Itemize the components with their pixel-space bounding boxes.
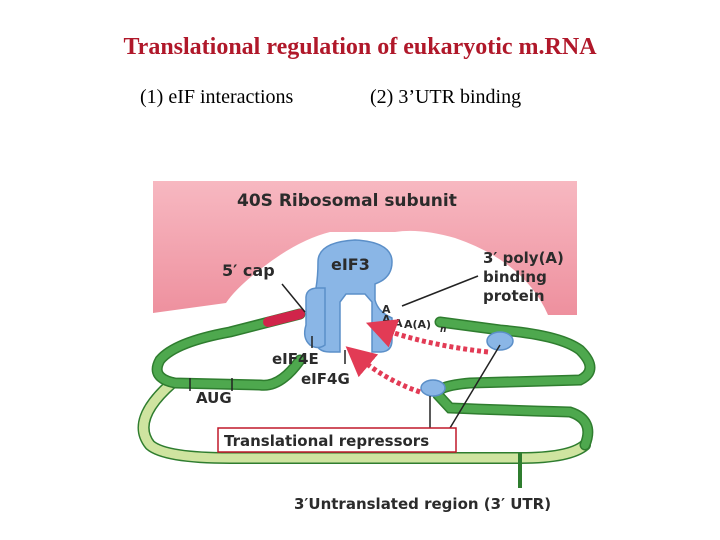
- cap-pointer: [281, 283, 306, 313]
- slide-title: Translational regulation of eukaryotic m…: [123, 34, 597, 60]
- five-prime-cap: [263, 309, 305, 327]
- aug-label: AUG: [196, 389, 232, 407]
- eif4e-label: eIF4E: [272, 350, 319, 368]
- ribosome-40s: 40S Ribosomal subunit: [153, 181, 577, 315]
- svg-text:A: A: [382, 303, 391, 316]
- pabp-pointer: [401, 275, 479, 307]
- cap-label: 5′ cap: [222, 261, 275, 280]
- svg-text:A(A): A(A): [404, 318, 431, 331]
- utr-label: 3′Untranslated region (3′ UTR): [294, 495, 551, 513]
- poly-a-protein-label: 3′ poly(A) binding protein: [483, 249, 569, 305]
- svg-text:n: n: [440, 325, 446, 335]
- repression-arrow-1: [365, 319, 489, 355]
- subtitle-eif-interactions: (1) eIF interactions: [140, 86, 294, 108]
- eif3-label: eIF3: [331, 255, 370, 274]
- repressors-label: Translational repressors: [224, 432, 429, 450]
- repressor-protein-2: [420, 379, 446, 397]
- repression-arrow-2: [345, 346, 421, 395]
- repressors-box: [217, 427, 457, 453]
- svg-text:A: A: [394, 317, 403, 330]
- subtitle-utr-binding: (2) 3’UTR binding: [370, 86, 522, 108]
- ribosome-label: 40S Ribosomal subunit: [237, 191, 457, 211]
- repressor-protein-1: [486, 331, 514, 351]
- eif4g-label: eIF4G: [301, 370, 350, 388]
